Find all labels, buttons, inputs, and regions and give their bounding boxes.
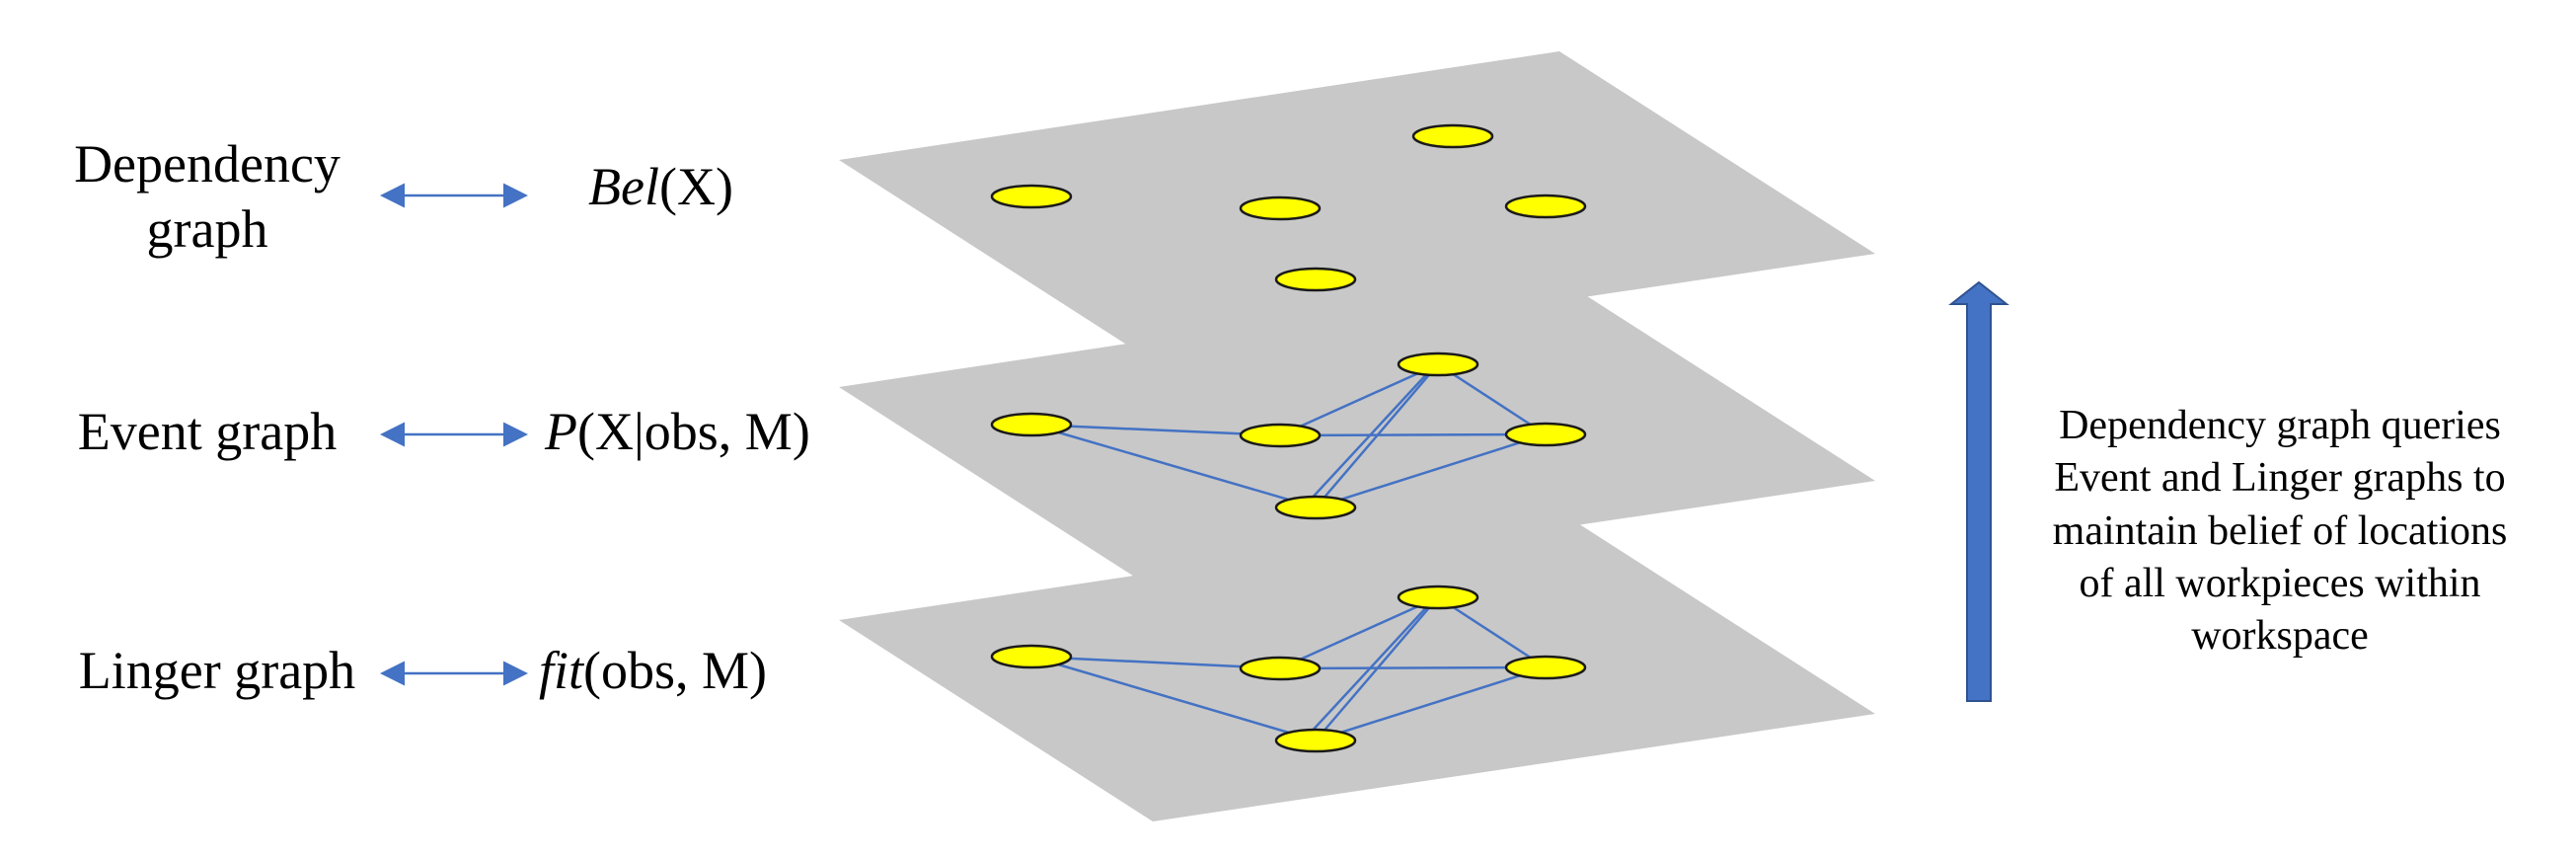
linger-expression-args: (obs, M)	[583, 641, 768, 700]
query-description: Dependency graph queries Event and Linge…	[2013, 400, 2546, 663]
graph-node	[1504, 194, 1587, 219]
query-direction-arrow	[1948, 280, 2009, 702]
event-expression-function: P	[545, 402, 577, 461]
dependency-expression-args: (X)	[658, 157, 733, 216]
linger-graph-label: Linger graph	[49, 639, 385, 704]
graph-edge	[1030, 655, 1317, 742]
query-description-line: of all workpieces within	[2079, 560, 2481, 606]
graph-node	[990, 644, 1073, 669]
query-description-line: workspace	[2191, 613, 2369, 660]
graph-edge	[1279, 665, 1547, 670]
event-graph-label: Event graph	[39, 400, 375, 465]
graph-node	[1239, 423, 1322, 448]
query-description-line: Event and Linger graphs to	[2054, 455, 2506, 502]
event-expression: P(X|obs, M)	[545, 400, 810, 465]
event-graph-nodes	[990, 351, 1587, 520]
dependency-graph-plane	[839, 51, 1875, 361]
graph-edge	[1315, 665, 1547, 742]
query-description-line: Dependency graph queries	[2059, 403, 2501, 448]
query-description-line: maintain belief of locations	[2052, 507, 2508, 554]
graph-node	[1397, 351, 1479, 377]
graph-edge	[1437, 595, 1547, 669]
graph-edge	[1307, 601, 1432, 737]
linger-graph-plane	[839, 511, 1875, 821]
linger-expression-function: fit	[539, 641, 584, 700]
graph-edge	[1030, 423, 1317, 509]
graph-edge	[1437, 362, 1547, 436]
linger-graph-label-line-1: Linger graph	[78, 641, 356, 700]
graph-edge	[1279, 432, 1547, 437]
graph-edge	[1279, 362, 1439, 437]
graph-node	[1239, 656, 1322, 681]
event-graph-layer	[839, 278, 1875, 588]
dependency-graph-label: Dependency graph	[39, 132, 375, 263]
dependency-graph-label-line-1: Dependency	[74, 134, 341, 194]
graph-edge	[1279, 595, 1439, 670]
graph-node	[1504, 422, 1587, 447]
graph-node	[1504, 655, 1587, 680]
linger-expression: fit(obs, M)	[539, 639, 767, 704]
graph-edge	[1315, 596, 1439, 741]
dependency-graph-label-line-2: graph	[146, 198, 268, 259]
graph-edge	[1307, 368, 1432, 504]
graph-node	[1239, 195, 1322, 221]
graph-node	[990, 184, 1073, 209]
graph-node	[1274, 495, 1357, 520]
graph-node	[1411, 123, 1494, 149]
event-graph-plane	[839, 278, 1875, 588]
dependency-graph-layer	[839, 51, 1875, 361]
event-graph-label-line-1: Event graph	[77, 402, 338, 461]
dependency-graph-nodes	[990, 123, 1587, 292]
graph-edge	[1030, 655, 1281, 670]
event-expression-args: (X|obs, M)	[577, 402, 810, 461]
graph-node	[1274, 267, 1357, 292]
graph-edge	[1315, 363, 1439, 508]
dependency-expression-function: Bel	[588, 157, 659, 216]
linger-graph-nodes	[990, 585, 1587, 753]
graph-node	[1397, 585, 1479, 610]
graph-node	[990, 412, 1073, 437]
dependency-expression: Bel(X)	[588, 155, 733, 220]
linger-graph-edges	[1030, 595, 1547, 742]
event-graph-edges	[1030, 362, 1547, 509]
graph-node	[1274, 728, 1357, 753]
graph-edge	[1030, 423, 1281, 437]
graph-edge	[1315, 432, 1547, 509]
linger-graph-layer	[839, 511, 1875, 821]
